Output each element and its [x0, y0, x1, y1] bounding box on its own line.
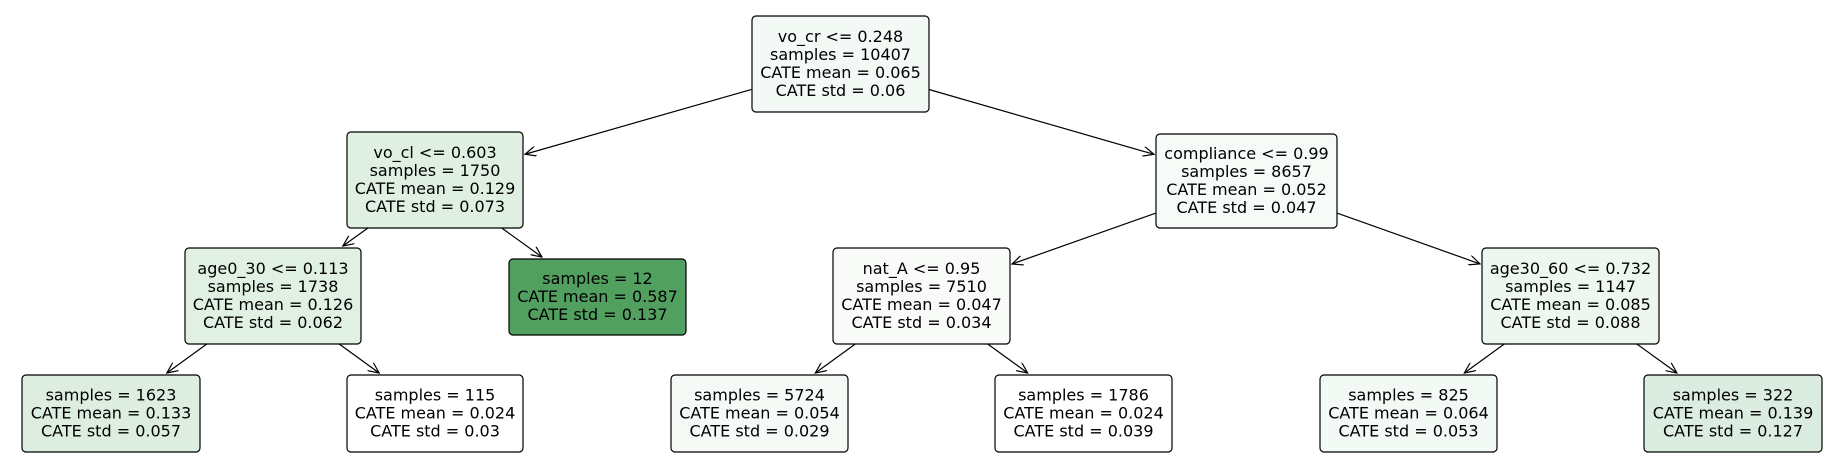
edge-n10-n11 — [1464, 343, 1505, 373]
node-text-line: CATE std = 0.039 — [1014, 422, 1154, 441]
node-text-line: CATE std = 0.057 — [41, 422, 181, 441]
node-text-line: age0_30 <= 0.113 — [197, 259, 348, 279]
node-text-line: samples = 1750 — [370, 161, 501, 180]
node-text-line: samples = 1786 — [1018, 386, 1149, 405]
node-box — [1319, 374, 1498, 453]
node-text-line: CATE std = 0.047 — [1177, 198, 1317, 217]
edge-n2-n3 — [167, 343, 208, 373]
node-box — [1155, 133, 1338, 229]
node-text-line: CATE mean = 0.139 — [1653, 404, 1814, 423]
node-text-line: CATE std = 0.127 — [1663, 422, 1803, 441]
node-box — [1481, 247, 1660, 345]
node-text-line: samples = 12 — [542, 269, 652, 288]
node-box — [994, 374, 1173, 453]
node-text-line: samples = 1738 — [208, 277, 339, 296]
node-text-line: samples = 5724 — [694, 386, 825, 405]
node-text-line: samples = 1147 — [1505, 277, 1636, 296]
tree-edges — [167, 88, 1677, 373]
node-text-line: CATE mean = 0.024 — [355, 404, 516, 423]
node-text-line: nat_A <= 0.95 — [863, 259, 981, 279]
node-text-line: CATE mean = 0.064 — [1328, 404, 1489, 423]
node-text-line: CATE mean = 0.054 — [679, 404, 840, 423]
node-text-line: CATE mean = 0.047 — [841, 295, 1002, 314]
node-box — [184, 247, 362, 345]
node-text-line: CATE std = 0.053 — [1339, 422, 1479, 441]
edge-n6-n10 — [1336, 212, 1480, 264]
node-text-line: samples = 825 — [1348, 386, 1469, 405]
node-box — [346, 374, 524, 453]
edge-n1-n2 — [343, 227, 369, 246]
node-text-line: vo_cr <= 0.248 — [778, 27, 903, 47]
node-text-line: CATE std = 0.034 — [852, 313, 992, 332]
node-text-line: CATE std = 0.029 — [690, 422, 830, 441]
node-text-line: samples = 7510 — [856, 277, 987, 296]
node-text-line: CATE std = 0.03 — [370, 422, 500, 441]
node-box — [508, 258, 687, 336]
node-text-line: CATE std = 0.062 — [203, 313, 343, 332]
node-text-line: CATE std = 0.137 — [528, 305, 668, 324]
node-text-line: samples = 322 — [1673, 386, 1794, 405]
node-box — [1643, 374, 1823, 453]
node-text-line: CATE mean = 0.133 — [31, 404, 192, 423]
node-text-line: samples = 1623 — [46, 386, 177, 405]
node-text-line: samples = 8657 — [1181, 162, 1312, 181]
node-text-line: samples = 115 — [375, 386, 496, 405]
edge-n0-n1 — [525, 88, 753, 154]
node-box — [346, 131, 524, 229]
edge-n7-n8 — [815, 343, 856, 373]
node-text-line: CATE mean = 0.129 — [355, 179, 516, 198]
node-text-line: compliance <= 0.99 — [1164, 144, 1328, 163]
edge-n7-n9 — [987, 343, 1028, 373]
node-box — [21, 374, 201, 453]
node-box — [670, 374, 849, 453]
node-text-line: CATE mean = 0.065 — [760, 63, 921, 82]
node-text-line: CATE std = 0.06 — [776, 81, 906, 100]
node-text-line: CATE mean = 0.126 — [193, 295, 354, 314]
node-text-line: samples = 10407 — [770, 45, 911, 64]
node-text-line: vo_cl <= 0.603 — [373, 143, 496, 163]
node-box — [751, 15, 930, 113]
node-text-line: CATE mean = 0.052 — [1166, 180, 1327, 199]
node-box — [832, 247, 1011, 345]
edge-n6-n7 — [1012, 212, 1157, 264]
node-text-line: CATE mean = 0.587 — [517, 287, 678, 306]
node-text-line: CATE std = 0.088 — [1501, 313, 1641, 332]
node-text-line: CATE mean = 0.024 — [1003, 404, 1164, 423]
edge-n2-n4 — [338, 343, 379, 373]
node-text-line: age30_60 <= 0.732 — [1490, 259, 1651, 279]
node-text-line: CATE std = 0.073 — [365, 197, 505, 216]
edge-n0-n6 — [928, 88, 1154, 155]
node-text-line: CATE mean = 0.085 — [1490, 295, 1651, 314]
edge-n1-n5 — [501, 227, 542, 257]
edge-n10-n12 — [1636, 343, 1677, 373]
